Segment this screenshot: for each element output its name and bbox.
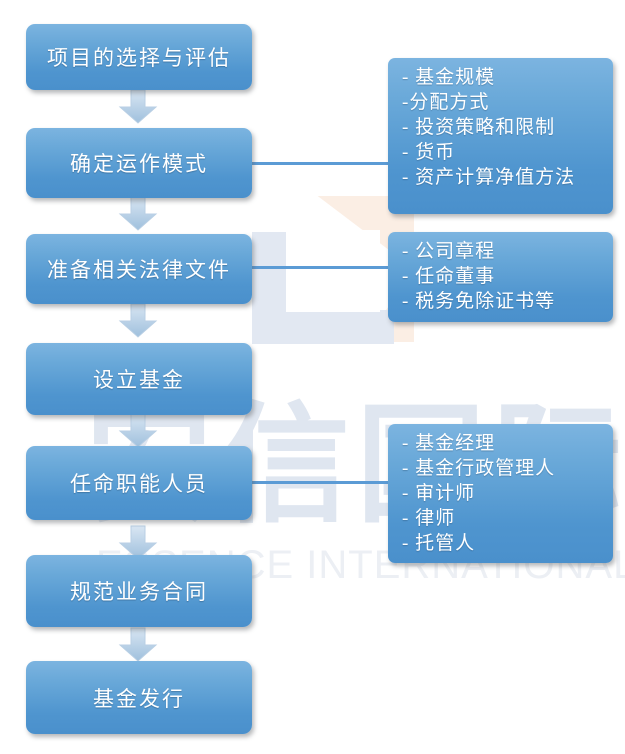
flow-step-label-7: 基金发行 bbox=[93, 686, 185, 711]
flow-step-label-2: 确定运作模式 bbox=[70, 152, 208, 176]
detail-item: - 基金行政管理人 bbox=[402, 457, 556, 479]
detail-item: - 律师 bbox=[402, 507, 456, 529]
watermark-logo-blue-bar-left bbox=[252, 232, 288, 342]
detail-item: - 税务免除证书等 bbox=[402, 290, 556, 312]
detail-item: - 任命董事 bbox=[402, 265, 496, 287]
flow-step-box-5[interactable]: 任命职能人员 bbox=[26, 446, 252, 520]
detail-box-operating-model[interactable]: - 基金规模 -分配方式 - 投资策略和限制 - 货币 - 资产计算净值方法 bbox=[388, 58, 613, 214]
flow-step-label-5: 任命职能人员 bbox=[70, 472, 208, 496]
flow-step-box-2[interactable]: 确定运作模式 bbox=[26, 128, 252, 198]
arrow-step-3-to-step-4 bbox=[118, 303, 158, 344]
detail-item: - 资产计算净值方法 bbox=[402, 166, 576, 188]
detail-item: - 公司章程 bbox=[402, 241, 496, 262]
detail-item: - 投资策略和限制 bbox=[402, 116, 556, 138]
flow-step-box-6[interactable]: 规范业务合同 bbox=[26, 555, 252, 627]
flow-step-label-4: 设立基金 bbox=[93, 368, 185, 392]
connector-line-step-3-to-detail-legal-documents bbox=[250, 266, 390, 269]
flow-step-label-1: 项目的选择与评估 bbox=[47, 46, 231, 70]
detail-box-functionaries[interactable]: - 基金经理 - 基金行政管理人 - 审计师 - 律师 - 托管人 bbox=[388, 424, 613, 563]
flow-step-label-6: 规范业务合同 bbox=[70, 580, 208, 604]
flow-step-box-7[interactable]: 基金发行 bbox=[26, 661, 252, 734]
detail-item: - 基金规模 bbox=[402, 67, 496, 88]
watermark-logo-blue-bar-bottom bbox=[252, 310, 394, 344]
connector-line-step-5-to-detail-functionaries bbox=[250, 481, 390, 484]
detail-item: - 审计师 bbox=[402, 482, 476, 504]
detail-box-legal-documents[interactable]: - 公司章程 - 任命董事 - 税务免除证书等 bbox=[388, 232, 613, 322]
detail-item: -分配方式 bbox=[402, 91, 490, 113]
arrow-step-2-to-step-3 bbox=[118, 196, 158, 237]
watermark-logo-inner-cutout bbox=[286, 230, 380, 312]
flow-step-label-3: 准备相关法律文件 bbox=[47, 258, 231, 282]
arrow-step-5-to-step-6 bbox=[118, 525, 158, 566]
arrow-step-1-to-step-2 bbox=[118, 89, 158, 130]
flow-step-box-4[interactable]: 设立基金 bbox=[26, 343, 252, 415]
detail-item: - 货币 bbox=[402, 141, 456, 163]
arrow-step-6-to-step-7 bbox=[118, 627, 158, 668]
connector-line-step-2-to-detail-operating-model bbox=[250, 162, 390, 165]
detail-item: - 托管人 bbox=[402, 532, 476, 554]
arrow-step-4-to-step-5 bbox=[118, 413, 158, 454]
flow-step-box-3[interactable]: 准备相关法律文件 bbox=[26, 234, 252, 304]
flow-step-box-1[interactable]: 项目的选择与评估 bbox=[26, 24, 252, 90]
detail-item: - 基金经理 bbox=[402, 433, 496, 454]
